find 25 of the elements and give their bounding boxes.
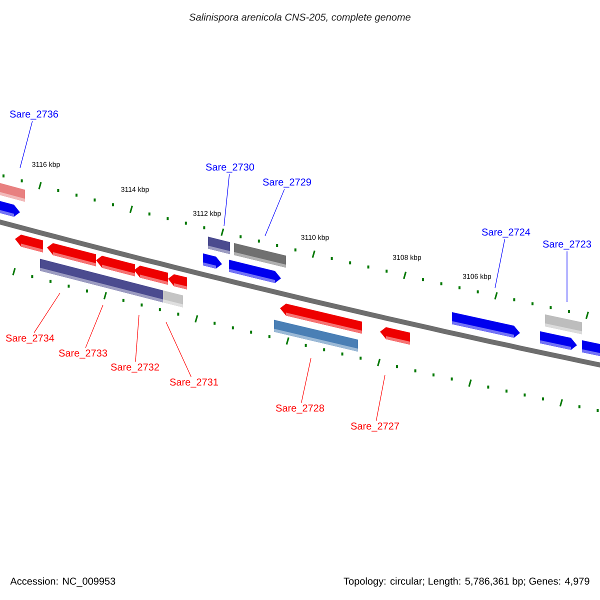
leader-line xyxy=(85,304,104,348)
footer-text: Topology: circular; Length: 5,786,361 bp; Genes: 4,979 xyxy=(344,577,590,587)
gene-label: Sare_2736 xyxy=(10,110,58,120)
leader-line xyxy=(494,238,506,288)
gene-label: Sare_2723 xyxy=(543,240,592,250)
leader-line xyxy=(566,250,568,302)
leader-line xyxy=(166,322,192,378)
gene-label: Sare_2727 xyxy=(351,422,399,432)
gene-label: Sare_2728 xyxy=(276,404,324,414)
leader-line xyxy=(34,292,60,334)
leader-line xyxy=(135,314,140,362)
gene-label: Sare_2731 xyxy=(170,378,218,388)
gene-label: Sare_2734 xyxy=(6,334,54,344)
gene-label: Sare_2730 xyxy=(206,164,254,172)
gene-label: Sare_2724 xyxy=(482,228,530,238)
leader-line xyxy=(20,120,33,168)
leader-line xyxy=(264,188,285,236)
title: Salinispora arenicola CNS-205, complete genome xyxy=(189,13,410,23)
footer-text: Accession: NC_009953 xyxy=(10,577,116,587)
leader-line xyxy=(376,374,386,422)
gene-label: Sare_2733 xyxy=(59,350,108,358)
gene-label: Sare_2729 xyxy=(263,178,311,188)
gene-label: Sare_2732 xyxy=(111,364,159,372)
leader-line xyxy=(224,174,230,226)
leader-line xyxy=(301,358,312,404)
